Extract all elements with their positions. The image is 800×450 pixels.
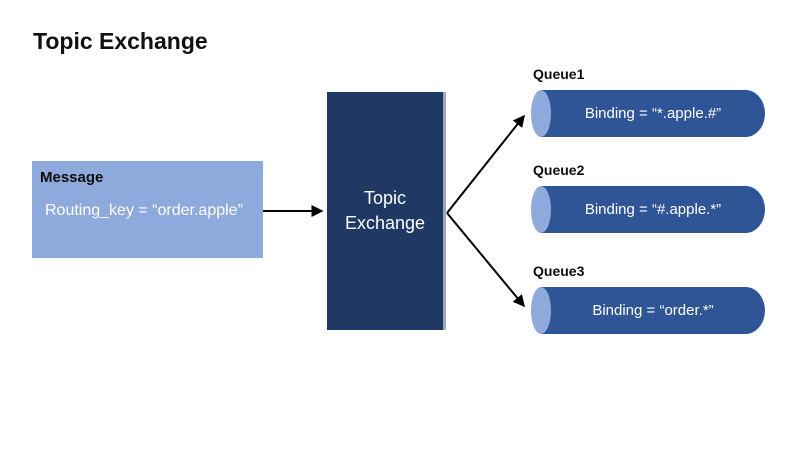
queue1-cylinder-body: Binding = “*.apple.#” <box>541 90 765 137</box>
routing-key-text: Routing_key = “order.apple” <box>45 202 243 219</box>
queue1-cylinder-cap <box>531 90 551 137</box>
queue2-cylinder-body: Binding = “#.apple.*” <box>541 186 765 233</box>
queue1-name: Queue1 <box>533 66 585 82</box>
queue2-cylinder-cap <box>531 186 551 233</box>
arrow-exchange-to-queue3-icon <box>446 212 525 308</box>
queue3-cylinder: Binding = “order.*” <box>531 287 765 334</box>
queue3-cylinder-cap <box>531 287 551 334</box>
exchange-label-line2: Exchange <box>344 213 426 233</box>
arrow-exchange-to-queue1-icon <box>446 114 525 214</box>
message-box-label: Message <box>40 169 104 186</box>
queue1-binding-text: Binding = “*.apple.#” <box>584 105 722 122</box>
queue3-binding-text: Binding = “order.*” <box>592 302 714 319</box>
queue2-cylinder: Binding = “#.apple.*” <box>531 186 765 233</box>
queue2-binding-text: Binding = “#.apple.*” <box>584 201 722 218</box>
queue3-name: Queue3 <box>533 263 585 279</box>
queue1-cylinder: Binding = “*.apple.#” <box>531 90 765 137</box>
message-box: Message Routing_key = “order.apple” <box>32 161 263 258</box>
page-title: Topic Exchange <box>33 28 208 54</box>
exchange-label-line1: Topic <box>363 188 407 208</box>
queue2-name: Queue2 <box>533 162 585 178</box>
exchange-box: Topic Exchange <box>327 92 446 330</box>
queue3-cylinder-body: Binding = “order.*” <box>541 287 765 334</box>
